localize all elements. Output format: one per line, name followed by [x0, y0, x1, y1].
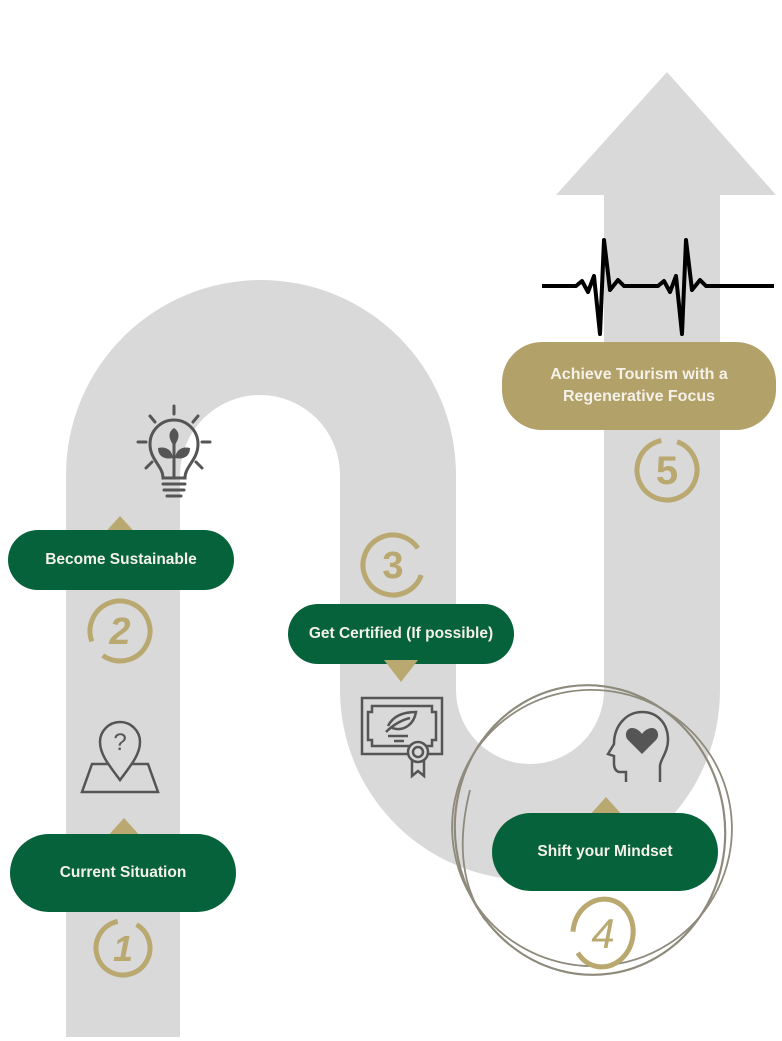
step-1-number-badge: 1	[93, 918, 153, 978]
step-3-label: Get Certified (If possible)	[288, 604, 514, 664]
svg-text:?: ?	[113, 729, 126, 756]
step-1-label: Current Situation	[10, 834, 236, 912]
step-4-label: Shift your Mindset	[492, 813, 718, 891]
step-2-label: Become Sustainable	[8, 530, 234, 590]
step-5-number-badge: 5	[634, 437, 700, 503]
road-path	[66, 72, 776, 1037]
step-4-number: 4	[591, 910, 614, 957]
step-2-number-badge: 2	[87, 598, 153, 664]
step-3-arrow-marker	[384, 660, 418, 682]
step-3-number: 3	[382, 545, 403, 587]
scribble-circle-highlight	[451, 684, 733, 976]
step-5-label: Achieve Tourism with a Regenerative Focu…	[502, 342, 776, 430]
lightbulb-plant-icon	[136, 404, 212, 498]
step-3-number-badge: 3	[360, 532, 426, 598]
heartbeat-pulse-icon	[542, 238, 774, 336]
step-2-number: 2	[108, 611, 130, 653]
head-heart-icon	[606, 710, 670, 782]
step-1-arrow-marker	[106, 818, 142, 838]
certificate-leaf-icon	[360, 696, 444, 779]
step-5-number: 5	[656, 449, 678, 493]
map-pin-question-icon: ?	[80, 720, 160, 794]
step-4-number-badge: 4	[570, 896, 636, 970]
step-1-number: 1	[113, 928, 133, 969]
step-4-arrow-marker	[588, 797, 624, 817]
